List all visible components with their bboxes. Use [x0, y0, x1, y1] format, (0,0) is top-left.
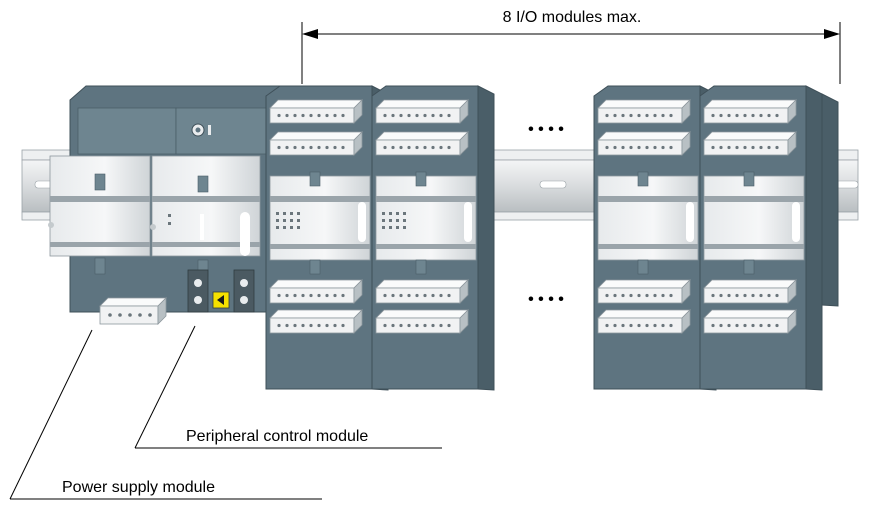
- rotary-switch-icon: [192, 124, 211, 136]
- io-module-8: [700, 86, 822, 390]
- dimension-label: 8 I/O modules max.: [503, 9, 642, 26]
- io-module-7: [594, 86, 716, 390]
- ellipsis-top: • • • •: [528, 121, 564, 138]
- power-terminal-connector: [100, 298, 166, 324]
- power-supply-module: [48, 156, 166, 324]
- arrowhead-right-icon: [824, 29, 840, 39]
- ellipsis-bottom: • • • •: [528, 291, 564, 308]
- dimension-arrow: [302, 22, 840, 84]
- peripheral-control-label: Peripheral control module: [186, 428, 368, 445]
- arrowhead-left-icon: [302, 29, 318, 39]
- rail-end-clamp: [822, 94, 838, 306]
- power-supply-label: Power supply module: [62, 479, 215, 496]
- io-module-1: [266, 86, 388, 390]
- io-module-2: [372, 86, 494, 390]
- bus-connector-left: [188, 270, 208, 312]
- bus-connector-right: [234, 270, 254, 312]
- warning-triangle-icon: [213, 292, 229, 308]
